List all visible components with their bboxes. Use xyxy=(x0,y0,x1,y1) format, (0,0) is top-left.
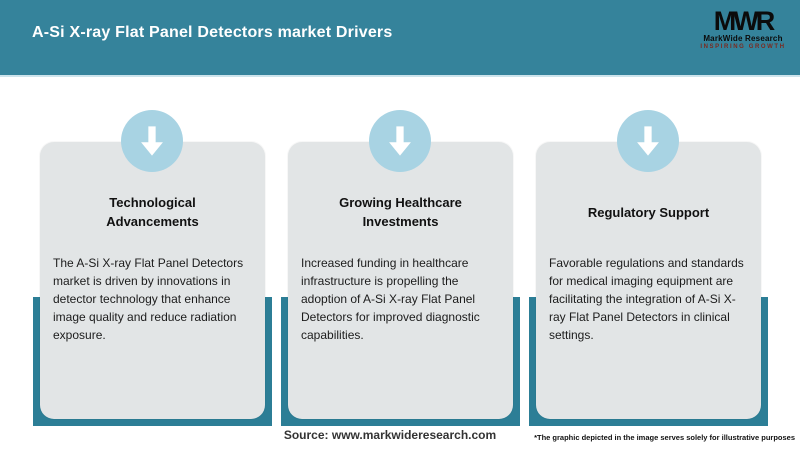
driver-card: Technological Advancements The A-Si X-ra… xyxy=(40,142,265,419)
logo-tagline: INSPIRING GROWTH xyxy=(700,44,786,50)
source-text: Source: www.markwideresearch.com xyxy=(283,428,497,442)
markwide-research-logo: MWR MarkWide Research INSPIRING GROWTH xyxy=(698,6,788,51)
header-banner: A-Si X-ray Flat Panel Detectors market D… xyxy=(0,0,800,77)
logo-name: MarkWide Research xyxy=(703,34,783,43)
down-arrow-icon xyxy=(617,110,679,172)
driver-card: Growing Healthcare Investments Increased… xyxy=(288,142,513,419)
down-arrow-icon xyxy=(369,110,431,172)
card-description: The A-Si X-ray Flat Panel Detectors mark… xyxy=(53,256,244,342)
down-arrow-icon xyxy=(121,110,183,172)
card-title: Regulatory Support xyxy=(587,204,710,220)
logo-acronym: MWR xyxy=(713,6,775,36)
card-title: Technological Advancements xyxy=(106,195,199,229)
disclaimer-text: *The graphic depicted in the image serve… xyxy=(534,433,795,442)
page-title: A-Si X-ray Flat Panel Detectors market D… xyxy=(32,24,393,41)
card-description: Increased funding in healthcare infrastr… xyxy=(301,256,480,342)
card-description: Favorable regulations and standards for … xyxy=(549,256,744,342)
driver-card: Regulatory Support Favorable regulations… xyxy=(536,142,761,419)
card-title: Growing Healthcare Investments xyxy=(339,195,462,229)
